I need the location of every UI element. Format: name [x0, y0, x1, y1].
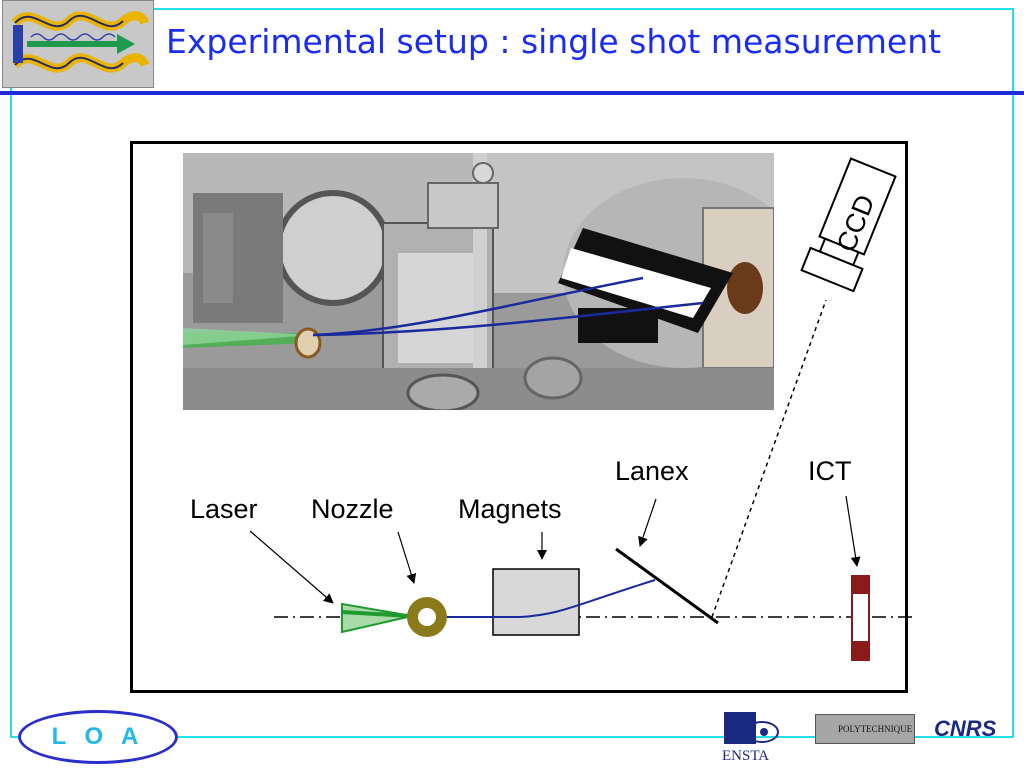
label-magnets: Magnets [458, 494, 562, 524]
label-nozzle: Nozzle [311, 494, 394, 524]
header-logo [2, 0, 154, 88]
nozzle-arrow [397, 531, 417, 584]
wave-logo-icon [5, 3, 151, 85]
cnrs-logo: CNRS [934, 716, 997, 741]
loa-text: L O A [51, 723, 145, 750]
lanex-arrow [638, 498, 657, 547]
lanex-screen [615, 547, 719, 625]
electron-beam [447, 579, 656, 618]
slide-frame [10, 8, 1014, 738]
loa-logo: L O A [18, 710, 178, 764]
label-laser: Laser [190, 494, 258, 524]
label-lanex: Lanex [615, 456, 689, 486]
slide-title: Experimental setup : single shot measure… [166, 22, 942, 61]
ict-detector [851, 575, 870, 661]
laser-beam [341, 602, 413, 634]
polytechnique-text: POLYTECHNIQUE [838, 724, 913, 734]
label-ict: ICT [808, 456, 852, 486]
ict-arrow [845, 495, 861, 567]
ccd-camera [800, 157, 897, 293]
ensta-text: ENSTA [722, 748, 770, 764]
title-rule [0, 91, 1024, 95]
magnet-block [492, 568, 580, 636]
polytechnique-logo: POLYTECHNIQUE [815, 714, 915, 744]
ccd-sightline [711, 299, 827, 618]
laser-arrow [249, 530, 334, 604]
setup-photo [183, 153, 774, 410]
ensta-logo-icon [724, 712, 779, 744]
